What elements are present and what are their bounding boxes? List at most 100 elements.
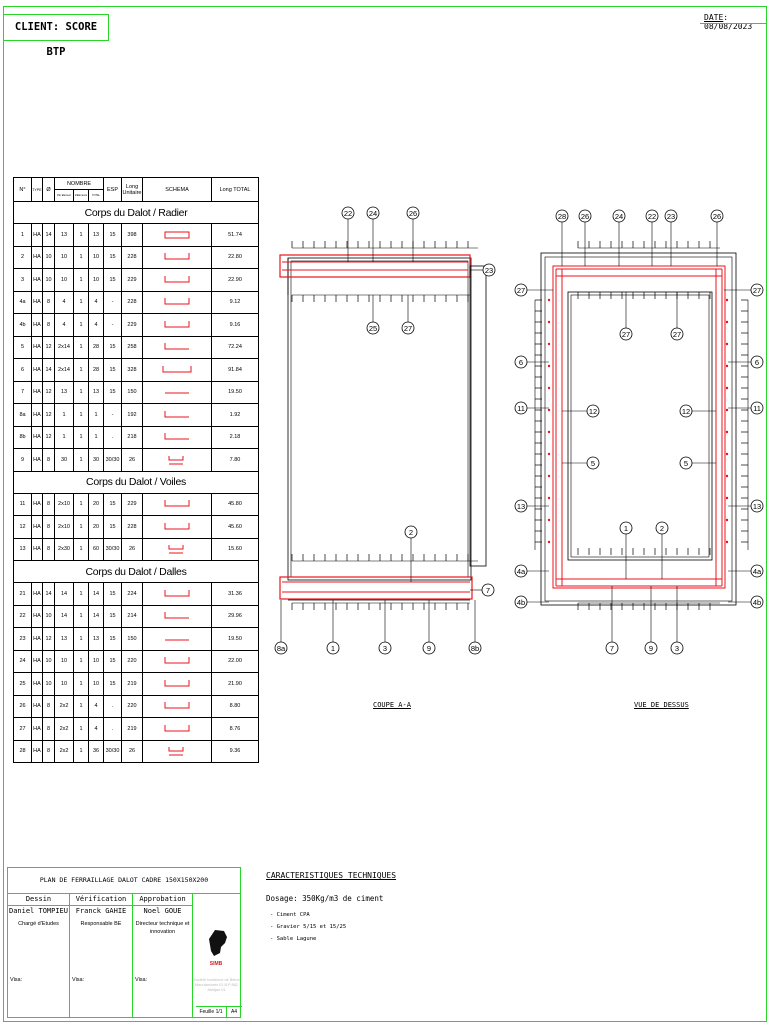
verification-role: Responsable BE: [80, 921, 122, 927]
callout-circle: [468, 641, 482, 655]
callout-circle: [586, 456, 600, 470]
bottom-slab-rebar: [279, 576, 473, 600]
schema-path: [164, 522, 190, 530]
schema-path: [164, 320, 190, 328]
callout-circle: [274, 641, 288, 655]
rebar-dot: [547, 408, 551, 412]
section-title: Corps du Dalot / Dalles: [12, 560, 260, 583]
plan-top-label: 26: [581, 212, 589, 221]
callout-circle: [664, 209, 678, 223]
callout-circle: [514, 564, 528, 578]
rebar-dot: [547, 342, 551, 346]
title-block: PLAN DE FERRAILLAGE DALOT CADRE 150X150X…: [7, 867, 242, 1018]
rebar-dot: [725, 430, 729, 434]
coupe-under-label: 25: [369, 324, 377, 333]
cell-tot: 1: [87, 403, 105, 427]
dessin-visa: Visa:: [10, 977, 23, 983]
coupe-top-label: 26: [409, 209, 417, 218]
callout-circle: [670, 327, 684, 341]
cell-esp: 30/30: [103, 739, 123, 763]
callout-circle: [514, 401, 528, 415]
cell-tot: 28: [87, 358, 105, 382]
rebar-dot: [547, 430, 551, 434]
coupe-right-top-label: 23: [485, 266, 493, 275]
callout-circle: [586, 404, 600, 418]
coupe-bottom-label: 9: [427, 644, 431, 653]
schema-path: [168, 747, 184, 756]
plan-bottom-label: 9: [649, 644, 653, 653]
approbation-column: Approbation Noel GOUE Directeur techniqu…: [133, 893, 193, 1017]
rebar-dot: [547, 364, 551, 368]
vue-dessus-title: VUE DE DESSUS: [634, 701, 689, 709]
callout-circle: [514, 499, 528, 513]
header-schema: SCHEMA: [142, 177, 213, 202]
rebar-dot: [725, 540, 729, 544]
sheet-label: Feuille 1/1: [196, 1007, 227, 1018]
schema-u-icon: [164, 589, 190, 597]
coupe-bottom-label: 3: [383, 644, 387, 653]
date-label: DATE: [704, 13, 724, 22]
callout-circle: [750, 499, 764, 513]
schema-path: [164, 679, 190, 687]
plan-side-label: 13: [753, 502, 761, 511]
sheet-format: A4: [230, 1009, 238, 1015]
schema-bar-icon: [165, 639, 190, 641]
schema-rect-icon: [164, 231, 190, 239]
dosage-text: Dosage: 350Kg/m3 de ciment: [266, 894, 384, 903]
callout-circle: [422, 641, 436, 655]
callout-circle: [750, 564, 764, 578]
schema-path: [164, 410, 190, 418]
schema-path: [164, 275, 190, 283]
callout-circle: [619, 521, 633, 535]
schema-path: [164, 612, 190, 619]
schema-u-icon: [164, 253, 190, 260]
rebar-dot: [547, 518, 551, 522]
schema-u-icon: [164, 522, 190, 530]
callout-circle: [750, 283, 764, 297]
callout-circle: [619, 327, 633, 341]
plan-inner-label: 5: [684, 459, 688, 468]
callout-circle: [481, 583, 495, 597]
schema-path: [164, 657, 190, 664]
verification-visa: Visa:: [72, 977, 85, 983]
section-row: Corps du Dalot / Dalles: [12, 560, 260, 583]
cell-lt: 45.80: [211, 492, 260, 516]
plan-opening: [567, 291, 713, 561]
plan-side-label: 13: [517, 502, 525, 511]
dessin-column: Dessin Daniel TOMPIEU Chargé d'Etudes Vi…: [8, 893, 70, 1017]
cell-lt: 9.12: [211, 290, 260, 314]
schema-path: [164, 500, 190, 507]
section-row: Corps du Dalot / Voiles: [12, 470, 260, 494]
verification-head: Vérification: [70, 893, 132, 906]
coupe-under-label: 27: [404, 324, 412, 333]
cell-lt: 22.00: [211, 649, 260, 673]
dessin-role: Chargé d'Etudes: [18, 921, 59, 927]
plan-inner-label: 5: [591, 459, 595, 468]
company-address: Société Ivoirienne de Béton Manufacturés…: [193, 978, 240, 992]
material-item: - Ciment CPA: [270, 912, 310, 918]
callout-circle: [612, 209, 626, 223]
schema-u-icon: [164, 724, 190, 732]
plan-side-label: 27: [517, 286, 525, 295]
plan-top-label: 28: [558, 212, 566, 221]
plan-side-label: 11: [753, 404, 761, 413]
material-item: - Gravier 5/15 et 15/25: [270, 924, 347, 930]
schema-path: [164, 589, 190, 597]
callout-circle: [514, 355, 528, 369]
plan-side-label: 4a: [753, 567, 762, 576]
callout-circle: [679, 404, 693, 418]
callout-circle: [326, 641, 340, 655]
schema-u-icon: [164, 657, 190, 664]
coupe-mid-label: 2: [409, 528, 413, 537]
rebar-dot: [547, 496, 551, 500]
